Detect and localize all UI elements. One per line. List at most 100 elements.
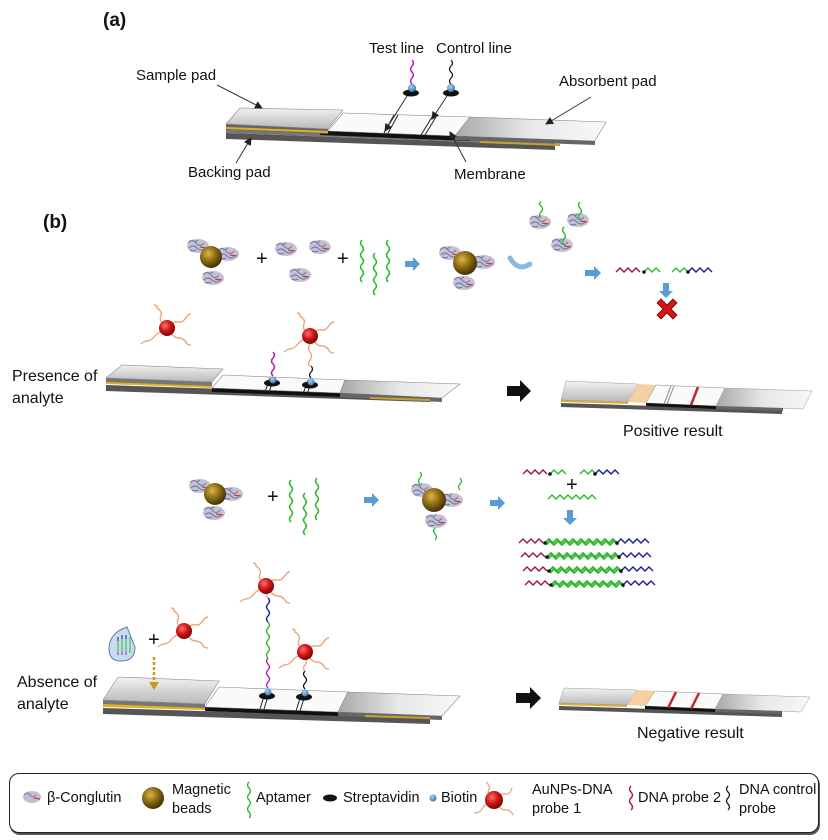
aptamer-icon (246, 781, 252, 819)
label-control-line: Control line (436, 40, 512, 57)
annotation-arrows (216, 84, 592, 164)
aunp-dna-probe (239, 562, 291, 604)
label-negative-result: Negative result (637, 725, 744, 742)
junction-dot (619, 569, 623, 573)
magnet-icon (507, 255, 533, 270)
aunp-dna-probe (278, 628, 330, 670)
hybrid-strand (522, 566, 548, 572)
result-strip-positive (560, 380, 813, 414)
dna-probes-unhybridized (522, 469, 620, 500)
hybrid-strand (550, 579, 624, 587)
legend-label-control-2: probe (739, 801, 777, 817)
test-line-probe (403, 59, 419, 97)
hybrid-strand (544, 537, 618, 545)
legend-label-magnetic-beads-1: Magnetic (172, 782, 231, 798)
plus-sign: + (256, 248, 268, 270)
junction-dot (621, 583, 625, 587)
test-line-sandwich (265, 587, 271, 689)
hybrid-strand (620, 566, 654, 572)
label-absorbent-pad: Absorbent pad (559, 73, 657, 90)
free-proteins (274, 239, 332, 283)
bead-protein-complex (188, 478, 244, 521)
plus-sign: + (337, 248, 349, 270)
label-positive-result: Positive result (623, 423, 723, 440)
bead-protein-complex (186, 238, 240, 286)
hybrid-strand (518, 538, 544, 544)
hybrid-strand (546, 551, 620, 559)
blue-down-arrow-icon (563, 510, 577, 525)
hybrid-strand (616, 538, 650, 544)
legend-icons (23, 781, 731, 819)
legend-label-streptavidin: Streptavidin (343, 790, 420, 806)
junction-dot (543, 541, 547, 545)
black-arrow-icon (516, 687, 541, 709)
hybrid-strand (618, 552, 652, 558)
control-line-probe (443, 59, 459, 97)
label-absence-line1: Absence of (17, 674, 98, 691)
aunp-tether (307, 343, 313, 367)
plus-sign: + (148, 629, 160, 651)
hybrid-strand (545, 539, 619, 547)
dashed-down-arrow-icon (149, 657, 159, 690)
label-presence-line2: analyte (12, 390, 64, 407)
plus-sign: + (267, 486, 279, 508)
hybridized-dna-complexes (518, 537, 656, 589)
legend-label-aptamer: Aptamer (256, 790, 311, 806)
lateral-flow-strip-presence (105, 351, 461, 402)
legend-label-dna-probe-2: DNA probe 2 (638, 790, 722, 806)
junction-dot (545, 555, 549, 559)
bead-protein-complex (438, 245, 496, 291)
magnetic-bead-icon (142, 787, 164, 809)
dna-control-probe-icon (725, 785, 731, 811)
aptamers (359, 239, 391, 296)
label-sample-pad: Sample pad (136, 67, 217, 84)
sample-droplet-icon (108, 626, 136, 662)
red-cross-icon (656, 298, 678, 320)
blue-arrow-icon (364, 493, 379, 507)
label-backing-pad: Backing pad (188, 164, 271, 181)
junction-dot (549, 583, 553, 587)
plus-sign: + (566, 474, 578, 496)
aptamer-bound-proteins (528, 201, 590, 253)
legend-label-biotin: Biotin (441, 790, 478, 806)
label-membrane: Membrane (454, 166, 526, 183)
aptamers (288, 477, 320, 536)
legend-label-aunp-1: AuNPs-DNA (532, 782, 613, 798)
legend-label-control-1: DNA control (739, 782, 817, 798)
hybrid-strand (524, 580, 550, 586)
hybrid-strand (622, 580, 656, 586)
junction-dot (547, 569, 551, 573)
blue-arrow-icon (405, 257, 420, 271)
label-test-line: Test line (369, 40, 425, 57)
hybrid-strand (547, 553, 621, 561)
panel-label-a: (a) (103, 10, 127, 31)
lateral-flow-strip-a (225, 107, 607, 150)
black-arrow-icon (507, 380, 531, 402)
legend: β-Conglutin Magnetic beads Aptamer Strep… (9, 773, 819, 833)
aunp-dna-probe (157, 607, 209, 649)
hybrid-strand (548, 565, 622, 573)
result-strip-negative (558, 687, 811, 717)
blue-arrow-icon (585, 266, 601, 280)
junction-dot (617, 555, 621, 559)
blue-down-arrow-icon (659, 283, 673, 298)
panel-label-b: (b) (43, 212, 68, 233)
biotin-icon (429, 794, 437, 802)
hybrid-strand (549, 567, 623, 575)
protein-icon (23, 791, 41, 803)
junction-dot (615, 541, 619, 545)
dna-probe-2-icon (628, 785, 634, 811)
legend-label-beta-conglutin: β-Conglutin (47, 790, 122, 806)
streptavidin-icon (323, 794, 337, 802)
label-presence-line1: Presence of (12, 368, 98, 385)
control-line-sandwich (302, 658, 308, 690)
aunp-dna-probe (140, 304, 192, 346)
aunp-icon (473, 781, 514, 816)
hybrid-strand (551, 581, 625, 589)
legend-label-magnetic-beads-2: beads (172, 801, 212, 817)
label-absence-line2: analyte (17, 696, 69, 713)
legend-label-aunp-2: probe 1 (532, 801, 582, 817)
dna-probes-unhybridized (615, 267, 713, 274)
blue-arrow-icon (490, 496, 505, 510)
